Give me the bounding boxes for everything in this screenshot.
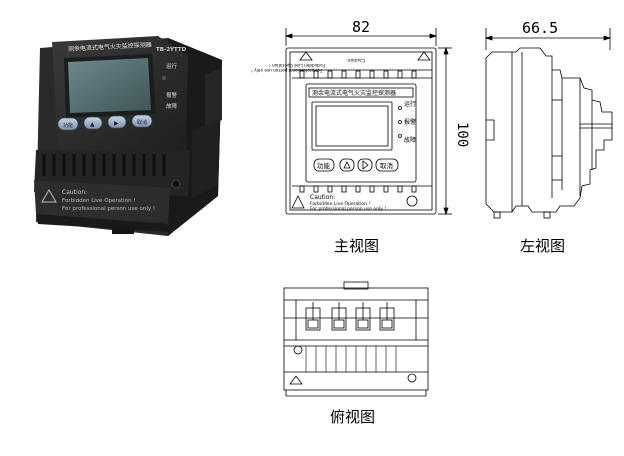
front-led-alarm-label: 报警 (404, 118, 416, 126)
front-view-label: 主视图 (334, 237, 379, 255)
top-view-text: 俯视图 (330, 408, 375, 426)
front-cancel-button-label: 取消 (380, 161, 394, 170)
left-width-dimension: 66.5 (522, 19, 558, 37)
photo-model-text: TB-2YTTD (156, 47, 187, 53)
top-view-drawing (283, 281, 429, 397)
photo-caution-title: Caution: (62, 189, 87, 196)
photo-caution-line1: Forbidden Live Operation ! (62, 198, 136, 204)
front-caution-upper-1: Forbidden Live Operation ! (269, 63, 325, 68)
photo-caution-line2: For professional person use only ! (62, 206, 155, 212)
left-view-text: 66.5 左视图 (520, 19, 565, 255)
front-led-fault-label: 故障 (404, 136, 416, 144)
photo-cancel-label: 取消 (137, 119, 147, 126)
photo-up-button (83, 116, 103, 130)
front-caution-upper-2: For professional person use only ! (251, 68, 322, 73)
photo-vent-ribs (42, 154, 166, 176)
photo-lcd-screen (68, 58, 151, 113)
photo-led-fault-label: 故障 (166, 102, 178, 110)
front-caution-upper: Caution: (346, 57, 365, 63)
left-view-drawing (484, 28, 613, 219)
front-caution-line1: Forbidden Live Operation ! (310, 201, 370, 207)
photo-screw (171, 179, 181, 189)
photo-func-button (57, 117, 79, 131)
photo-button-row: 功能 ▲ ▶ 取消 (57, 114, 153, 131)
front-width-dimension: 82 (352, 18, 370, 36)
top-view-label: 俯视图 (330, 408, 375, 426)
front-title-text: 测余电流式电气火灾监控探测器 (312, 89, 396, 97)
front-view-drawing (284, 28, 452, 216)
front-func-button-label: 功能 (317, 161, 331, 170)
left-view-label: 左视图 (520, 237, 565, 255)
front-view-text: 82 100 Caution: Forbidden Live Operation… (251, 18, 470, 255)
front-height-dimension: 100 (454, 122, 470, 147)
photo-warning-triangle (41, 189, 57, 203)
photo-led-alarm-label: 报警 (166, 91, 178, 99)
photo-led-run-label: 运行 (166, 62, 178, 70)
front-caution-title: Caution: (310, 194, 335, 201)
top-view-terminals (305, 302, 395, 331)
photo-cancel-button (131, 114, 153, 128)
front-led-run-label: 运行 (404, 100, 416, 108)
front-caution-line2: For professional person use only ! (310, 206, 386, 212)
device-photo: 测余电流式电气火灾监控探测器 TB-2YTTD 运行 报警 故障 功能 ▲ ▶ … (34, 36, 222, 236)
photo-led-run (162, 76, 166, 80)
photo-right-button (107, 115, 127, 129)
photo-func-label: 功能 (63, 122, 73, 129)
photo-up-label: ▲ (90, 121, 95, 128)
photo-right-label: ▶ (114, 120, 119, 127)
